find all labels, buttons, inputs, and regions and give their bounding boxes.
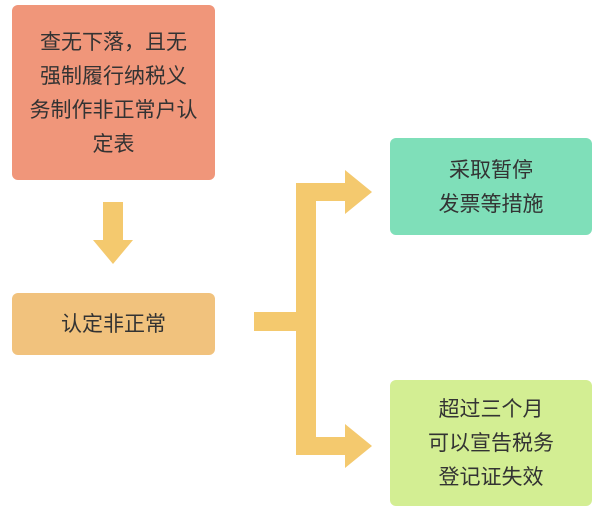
branch-vertical-bar	[296, 183, 316, 455]
node-line: 查无下落，且无	[40, 29, 187, 54]
node-abnormal-status: 认定非正常	[12, 293, 215, 355]
node-line: 登记证失效	[438, 465, 544, 489]
node-unlocatable-taxpayer: 查无下落，且无 强制履行纳税义 务制作非正常户认 定表	[12, 5, 215, 180]
node-line: 发票等措施	[438, 191, 544, 216]
node-line: 认定非正常	[61, 312, 166, 336]
node-line: 强制履行纳税义	[40, 63, 187, 88]
node-registration-invalid: 超过三个月 可以宣告税务 登记证失效	[390, 380, 592, 506]
node-line: 采取暂停	[449, 157, 533, 182]
node-line: 定表	[92, 131, 135, 156]
node-line: 务制作非正常户认	[29, 97, 198, 122]
node-line: 可以宣告税务	[428, 431, 554, 455]
upper-branch-arrow	[296, 170, 372, 214]
down-arrow	[93, 202, 133, 264]
node-suspend-invoice: 采取暂停 发票等措施	[390, 138, 592, 235]
node-line: 超过三个月	[438, 397, 544, 421]
branch-stem	[254, 312, 300, 331]
lower-branch-arrow	[296, 424, 372, 468]
